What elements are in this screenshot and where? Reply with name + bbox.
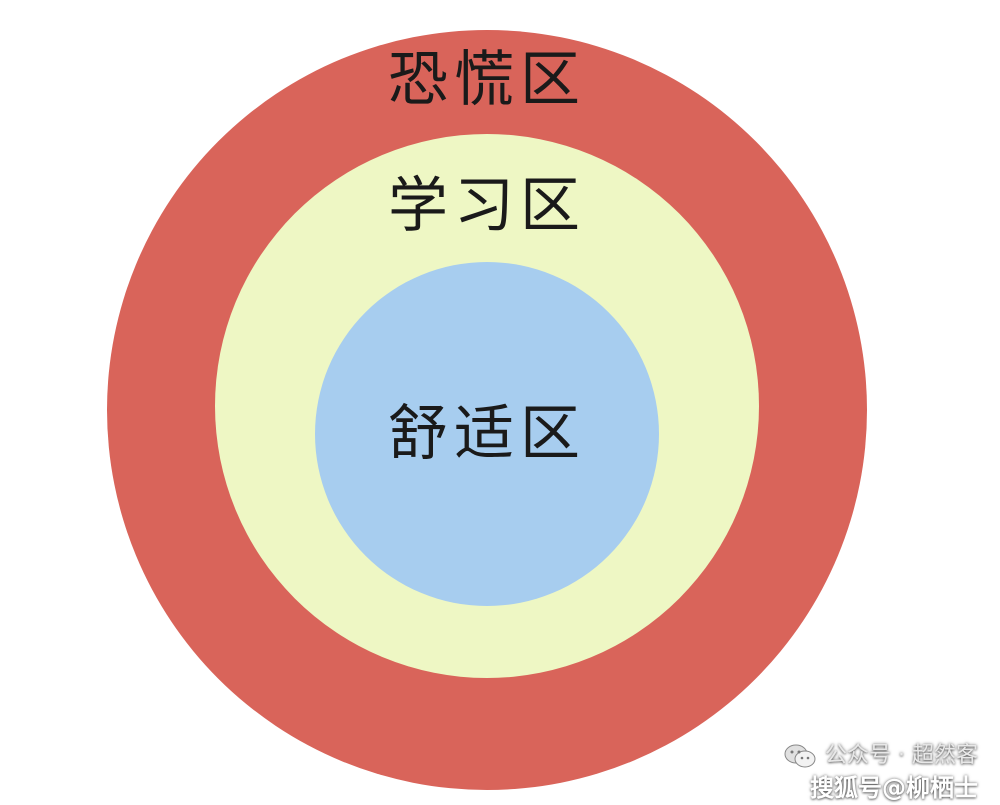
watermark-source-row: 公众号 · 超然客: [783, 742, 978, 770]
watermark-platform-text: 搜狐号@柳栖士: [810, 774, 978, 802]
learning-zone-label: 学习区: [388, 171, 586, 241]
panic-zone-label: 恐慌区: [388, 45, 586, 115]
comfort-zone-ring: [315, 262, 659, 606]
watermark-source-text: 公众号 · 超然客: [825, 743, 978, 768]
watermark: 公众号 · 超然客 搜狐号@柳栖士: [783, 742, 978, 804]
wechat-icon: [783, 743, 817, 769]
comfort-zone-label: 舒适区: [388, 399, 586, 469]
